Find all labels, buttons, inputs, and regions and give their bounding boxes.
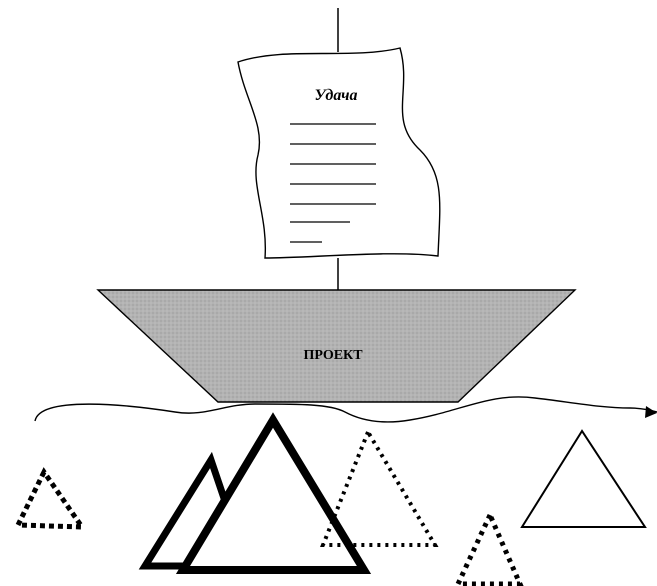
obstacles — [18, 420, 645, 584]
small-dotted-triangle-bottom — [458, 515, 520, 584]
sail-title: Удача — [314, 87, 357, 104]
arrow-tip — [645, 406, 657, 418]
hull — [98, 290, 575, 402]
thin-solid-triangle-right — [522, 431, 645, 527]
sail — [238, 48, 440, 258]
small-dotted-triangle-left — [18, 472, 82, 527]
hull-label: ПРОЕКТ — [303, 348, 363, 363]
